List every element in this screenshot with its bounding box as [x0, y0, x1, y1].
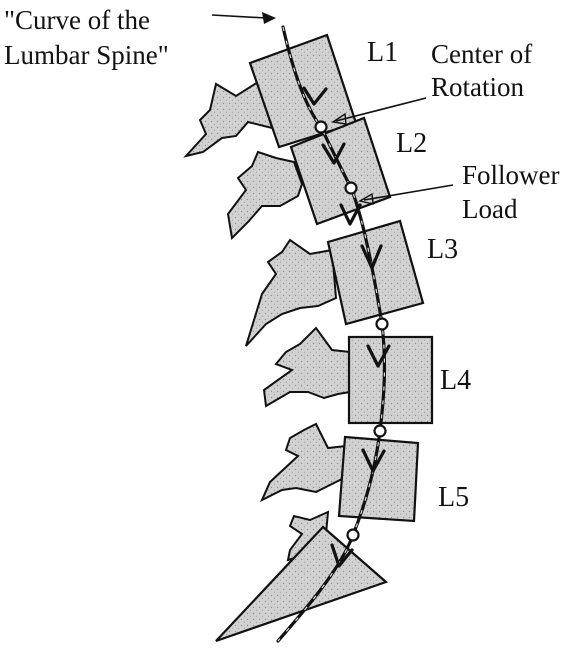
rotation-center-l5-s1 [348, 530, 359, 541]
vertebra-label-l4: L4 [440, 365, 471, 396]
curve-label-arrowhead-icon [262, 12, 276, 24]
vertebra-label-l5: L5 [438, 482, 469, 513]
curve-label-pointer [212, 15, 266, 18]
vertebra-body-l3 [328, 221, 423, 324]
rotation-center-l3-l4 [377, 319, 388, 330]
process-l4 [264, 328, 350, 406]
center-rotation-label-line2: Rotation [431, 72, 524, 102]
process-l3 [246, 240, 336, 346]
center-rotation-label-line1: Center of [431, 39, 532, 69]
curve-label-line2: Lumbar Spine" [4, 40, 169, 70]
follower-load-label-line1: Follower [462, 160, 560, 190]
rotation-center-l1-l2 [316, 122, 327, 133]
follower-load-label-line2: Load [462, 194, 518, 224]
vertebra-body-l4 [349, 337, 432, 423]
vertebra-label-l2: L2 [396, 128, 427, 159]
process-l1 [186, 82, 272, 156]
curve-label-line1: "Curve of the [4, 5, 150, 35]
rotation-center-l4-l5 [375, 426, 386, 437]
vertebra-label-l1: L1 [367, 37, 398, 68]
process-l5 [262, 424, 346, 500]
process-l2 [228, 152, 302, 238]
vertebra-label-l3: L3 [427, 234, 458, 265]
rotation-center-l2-l3 [346, 183, 357, 194]
